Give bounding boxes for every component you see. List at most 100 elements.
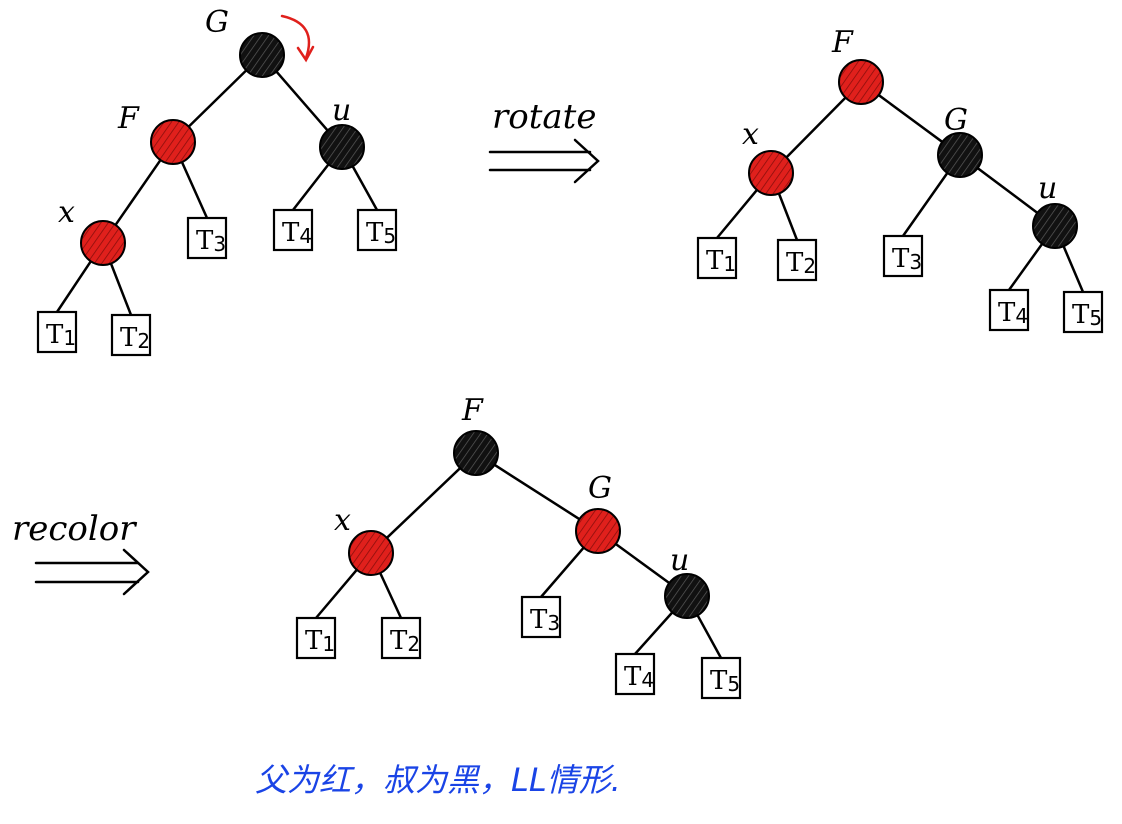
tree-edge: [187, 69, 248, 128]
node-label: F: [461, 393, 484, 428]
subtree-label: T3: [196, 226, 226, 256]
subtree-box: [36, 310, 78, 354]
subtree-t5: T5: [700, 656, 742, 700]
red-node-circle: [748, 150, 794, 196]
subtree-box: [1062, 290, 1104, 334]
node-label: G: [944, 103, 968, 138]
black-node-circle: [239, 32, 285, 78]
tree-edge: [109, 262, 133, 317]
subtree-box: [110, 313, 152, 357]
subtree-box: [696, 236, 738, 280]
node-label: F: [831, 25, 854, 60]
tree-edge: [715, 188, 759, 240]
black-node-circle: [937, 132, 983, 178]
subtree-t2: T2: [776, 238, 818, 282]
subtree-box: [186, 216, 228, 260]
node-label: u: [670, 543, 689, 578]
subtree-label: T5: [710, 666, 740, 696]
node-label: x: [742, 117, 759, 152]
black-node-circle: [1032, 203, 1078, 249]
tree-node-u: u: [1032, 171, 1078, 249]
tree-edges: [55, 69, 1085, 660]
node-label: u: [332, 93, 351, 128]
tree-edge: [1007, 242, 1044, 292]
tree-edge: [976, 166, 1039, 215]
tree-edge: [696, 614, 723, 660]
node-label: x: [58, 195, 75, 230]
rotation-hint-arrow: [280, 14, 315, 63]
red-node-circle: [150, 119, 196, 165]
subtree-t5: T5: [356, 208, 398, 252]
tree-edge: [55, 260, 93, 314]
node-label: G: [588, 471, 612, 506]
tree-node-g: G: [937, 103, 983, 178]
rotate-arrow-icon: [488, 138, 600, 184]
subtree-box: [614, 652, 656, 696]
case-note: 父为红，叔为黑，LL情形.: [255, 761, 621, 799]
node-label: x: [334, 503, 351, 538]
tree-node-f: F: [831, 25, 884, 105]
tree-edge: [114, 158, 162, 227]
tree-edge: [777, 192, 799, 242]
subtree-t3: T3: [186, 216, 228, 260]
subtree-box: [988, 288, 1030, 332]
subtree-t4: T4: [988, 288, 1030, 332]
tree-edge: [614, 542, 671, 585]
tree-edge: [493, 463, 581, 521]
recolor-step-label: recolor: [12, 509, 137, 549]
subtree-t1: T1: [36, 310, 78, 354]
subtree-box: [295, 616, 337, 660]
red-node-circle: [80, 220, 126, 266]
tree-node-x: x: [334, 503, 394, 576]
tree-node-f: F: [117, 101, 196, 165]
tree-edge: [901, 171, 949, 238]
tree-edge: [378, 571, 403, 620]
subtree-box: [700, 656, 742, 700]
tree-edge: [539, 546, 585, 599]
subtree-t5: T5: [1062, 290, 1104, 334]
tree-node-u: u: [664, 543, 710, 619]
tree-edge: [291, 163, 330, 212]
subtree-t2: T2: [380, 616, 422, 660]
tree-edge: [314, 568, 359, 620]
subtree-t3: T3: [520, 595, 562, 639]
subtree-t1: T1: [696, 236, 738, 280]
subtree-t2: T2: [110, 313, 152, 357]
tree-node-x: x: [742, 117, 794, 196]
node-label: u: [1038, 171, 1057, 206]
black-node-circle: [453, 430, 499, 476]
tree-edge: [275, 70, 329, 132]
subtree-label: T2: [786, 248, 816, 278]
subtree-box: [776, 238, 818, 282]
tree-node-f: F: [453, 393, 499, 476]
subtree-label: T1: [46, 320, 76, 350]
subtree-box: [520, 595, 562, 639]
subtree-box: [272, 208, 314, 252]
rotate-step-label: rotate: [492, 97, 596, 137]
subtree-box: [356, 208, 398, 252]
tree-node-g: G: [575, 471, 621, 554]
red-node-circle: [838, 59, 884, 105]
tree-edge: [385, 466, 462, 540]
red-node-circle: [348, 530, 394, 576]
tree-node-x: x: [58, 195, 126, 266]
node-label: G: [205, 5, 229, 40]
tree-edge: [633, 611, 674, 656]
tree-edge: [351, 164, 379, 212]
black-node-circle: [319, 124, 365, 170]
subtree-t1: T1: [295, 616, 337, 660]
black-node-circle: [664, 573, 710, 619]
subtree-t3: T3: [882, 234, 924, 278]
tree-edge: [180, 160, 209, 220]
subtree-t4: T4: [614, 652, 656, 696]
node-label: F: [117, 101, 140, 136]
subtree-box: [882, 234, 924, 278]
recolor-arrow-icon: [34, 548, 150, 596]
tree-edge: [877, 93, 944, 144]
red-node-circle: [575, 508, 621, 554]
subtree-label: T4: [282, 218, 312, 248]
